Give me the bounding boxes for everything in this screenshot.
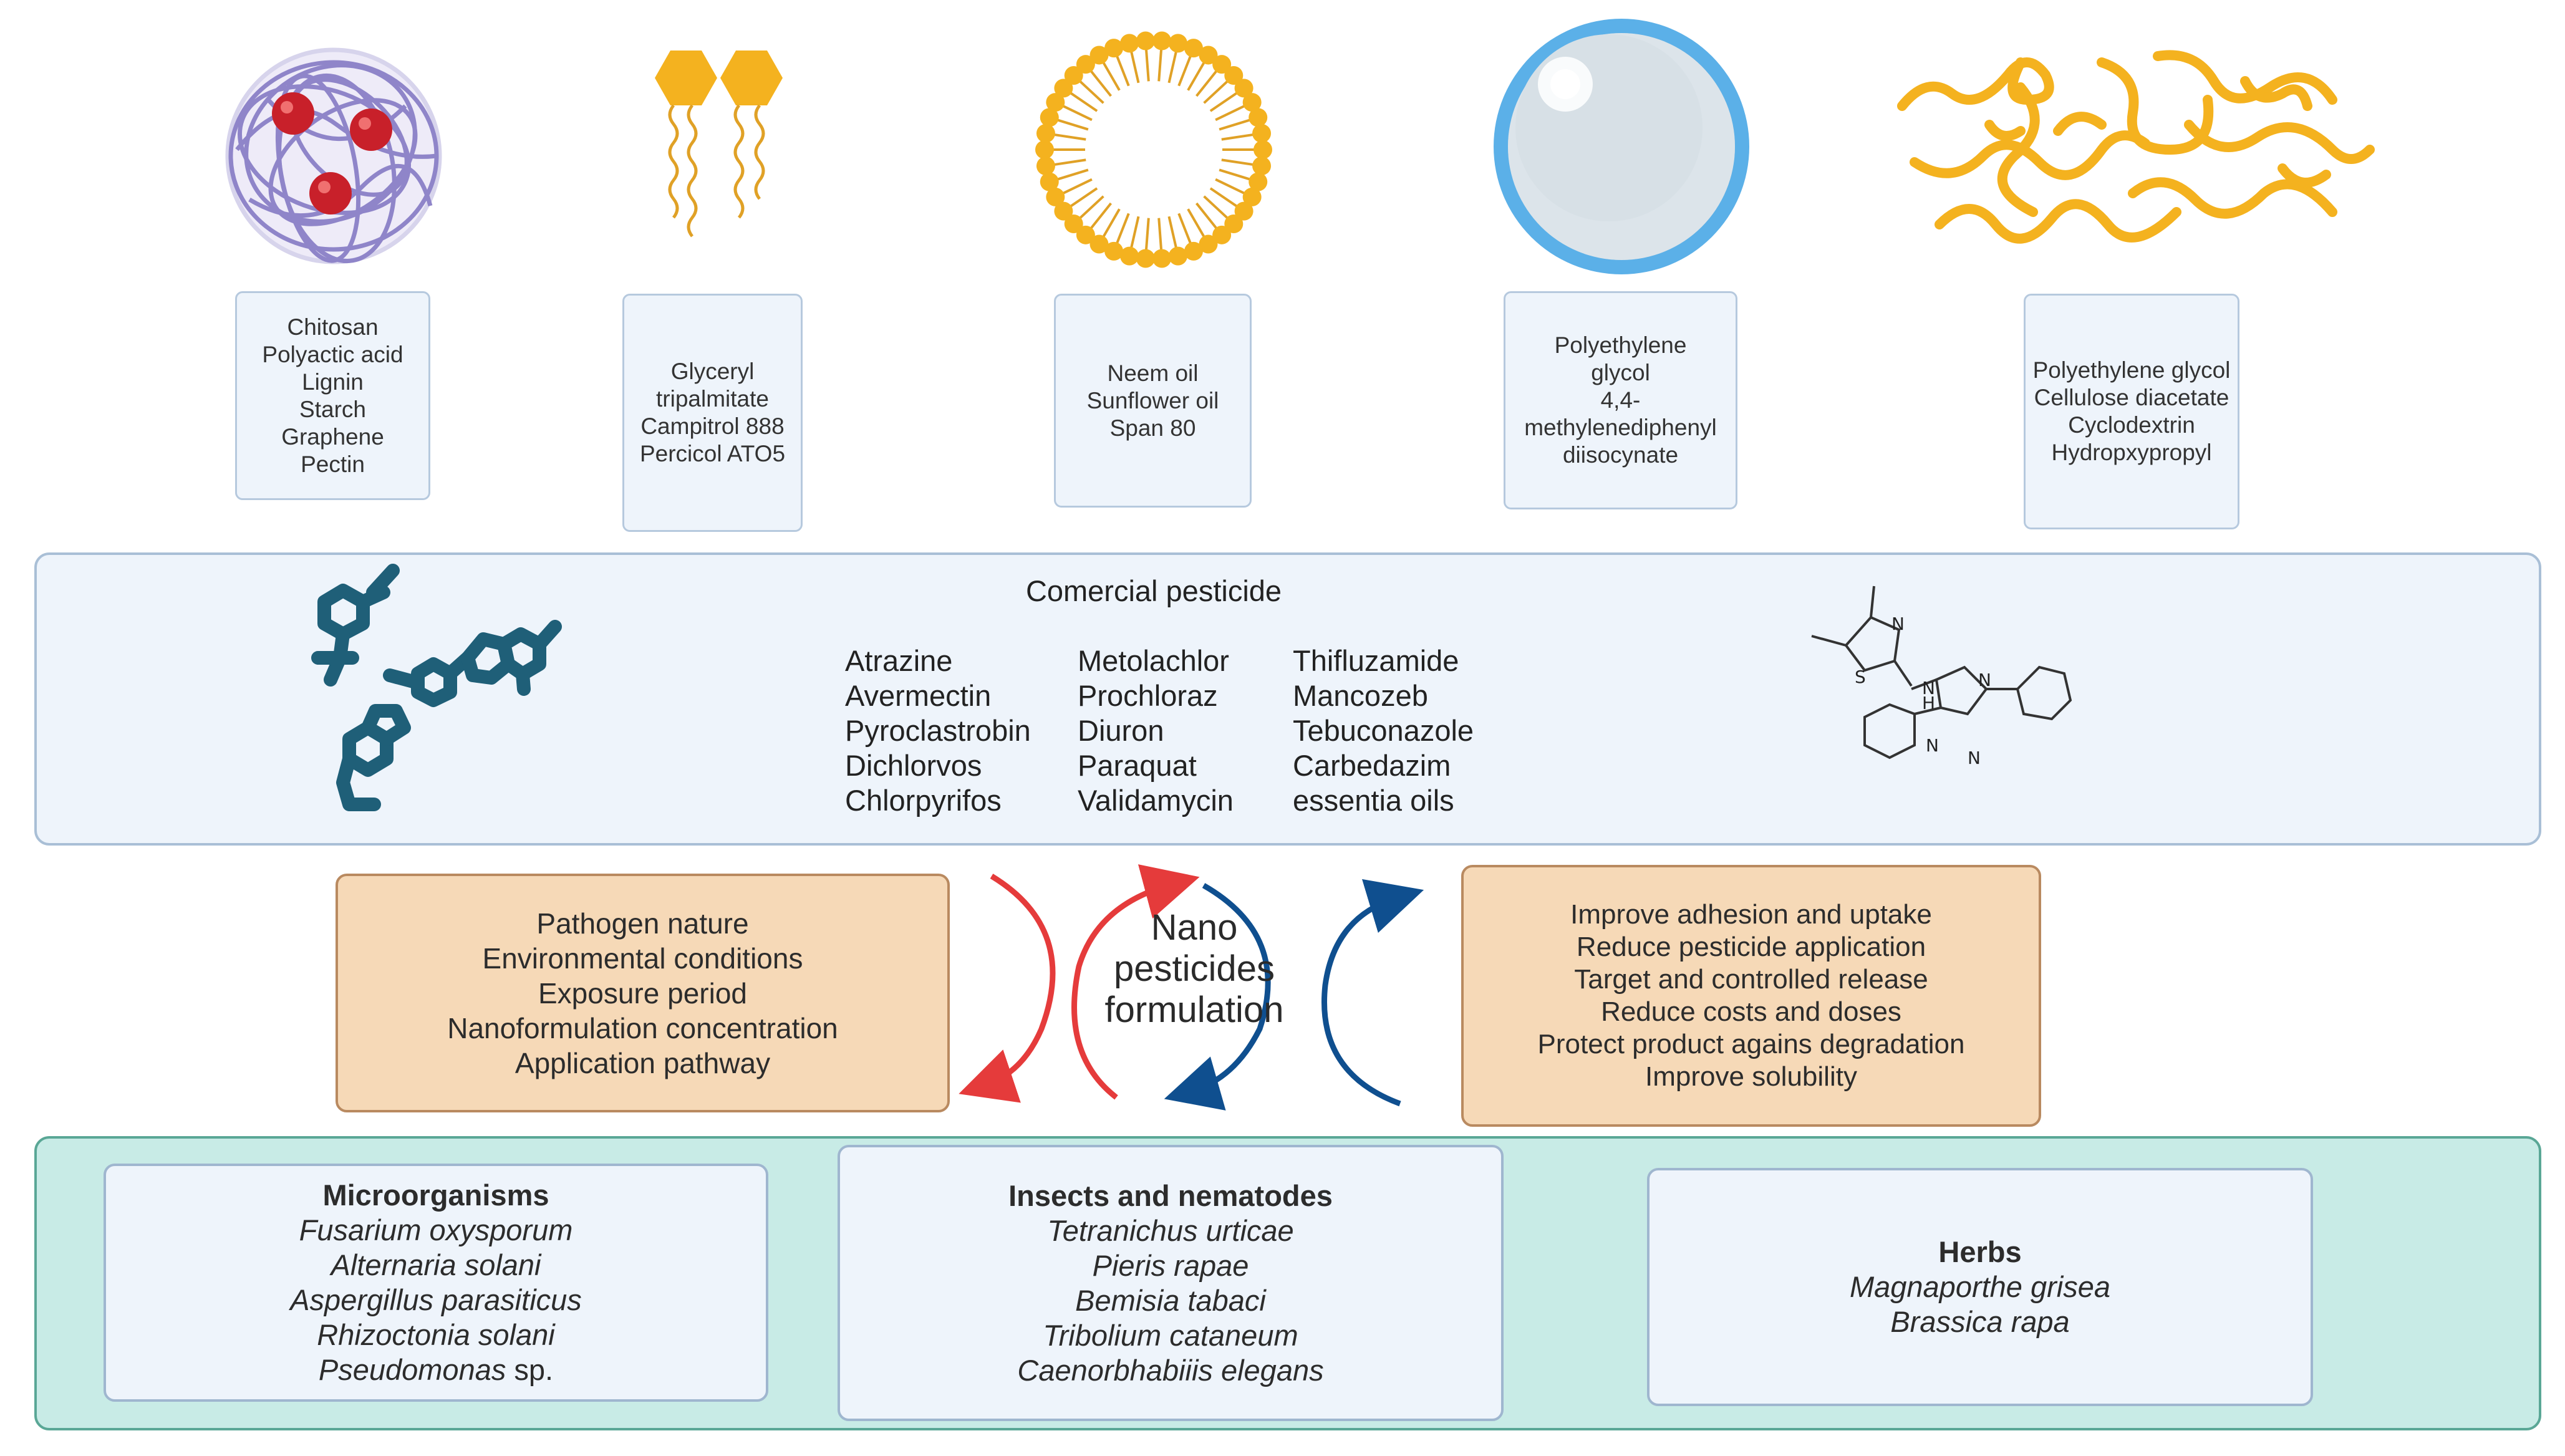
species-name: Aspergillus parasiticus (290, 1283, 582, 1316)
pesticide-name: Chlorpyrifos (845, 784, 1002, 817)
carrier-label-micelle: Neem oil Sunflower oil Span 80 (1054, 294, 1252, 508)
influencing-factors-box: Pathogen nature Environmental conditions… (336, 874, 950, 1112)
micelle-icon (1035, 31, 1272, 268)
species-name: Alternaria solani (331, 1248, 541, 1281)
carrier-line: Cellulose diacetate (2034, 385, 2229, 410)
carrier-label-polymer: Chitosan Polyactic acid Lignin Starch Gr… (235, 291, 430, 500)
species-name: Tribolium cataneum (1043, 1318, 1298, 1352)
center-line: formulation (1104, 990, 1284, 1030)
species-name: Tetranichus urticae (1047, 1213, 1294, 1247)
benefit-line: Target and controlled release (1574, 964, 1928, 995)
pesticide-name: Tebuconazole (1293, 714, 1474, 747)
pesticide-name: Mancozeb (1293, 679, 1428, 712)
atom-label: N (1891, 614, 1905, 634)
target-box-microorganisms: Microorganisms Fusarium oxysporum Altern… (104, 1164, 768, 1402)
factor-line: Application pathway (514, 1046, 771, 1079)
species-name: Pieris rapae (1092, 1248, 1249, 1282)
commercial-pesticide-panel (34, 552, 2541, 846)
nanocapsule-icon (1494, 19, 1749, 274)
pesticide-name: Avermectin (845, 679, 992, 712)
pesticide-column-1: Atrazine Avermectin Pyroclastrobin Dichl… (845, 644, 1031, 818)
carrier-line: Polyethylene (1554, 332, 1687, 358)
benefit-line: Improve solubility (1645, 1061, 1857, 1092)
thiazole-triazole-molecule-icon: N S H N N N N (1811, 586, 2072, 768)
species-name: Caenorbhabiiis elegans (1017, 1353, 1324, 1387)
species-name: Pseudomonas (318, 1353, 506, 1386)
carrier-line: Polyactic acid (262, 341, 403, 367)
pesticide-panel-title: Comercial pesticide (1025, 574, 1282, 607)
formulation-cycle-arrows-icon (959, 864, 1424, 1111)
atom-label: H (1922, 693, 1935, 713)
target-box-insects-nematodes: Insects and nematodes Tetranichus urtica… (838, 1145, 1504, 1421)
carrier-line: Lignin (302, 369, 364, 395)
pesticide-molecule-cluster-icon (311, 564, 562, 811)
polymer-nanoparticle-icon (225, 47, 442, 264)
species-suffix: sp. (506, 1353, 554, 1386)
carrier-label-lipid: Glyceryl tripalmitate Campitrol 888 Perc… (622, 294, 803, 532)
carrier-line: Sunflower oil (1086, 387, 1219, 413)
factor-line: Environmental conditions (482, 942, 803, 975)
benefit-line: Protect product agains degradation (1537, 1029, 1965, 1059)
atom-label: N (1922, 678, 1935, 698)
center-line: pesticides (1114, 948, 1275, 989)
carrier-line: Campitrol 888 (640, 413, 785, 439)
carrier-line: Polyethylene glycol (2032, 357, 2231, 383)
atom-label: N (1968, 748, 1981, 768)
factor-line: Pathogen nature (536, 907, 749, 940)
pesticide-column-2: Metolachlor Prochloraz Diuron Paraquat V… (1078, 644, 1234, 818)
lipid-nanoparticle-icon (655, 51, 783, 238)
benefit-line: Improve adhesion and uptake (1570, 899, 1932, 930)
species-name: Brassica rapa (1890, 1305, 2070, 1338)
pesticide-name: Diuron (1078, 714, 1164, 747)
pesticide-name: Dichlorvos (845, 749, 982, 782)
polymer-network-icon (1897, 50, 2375, 244)
factor-line: Nanoformulation concentration (447, 1011, 838, 1044)
carrier-line: Chitosan (287, 314, 379, 340)
atom-label: S (1855, 667, 1866, 687)
pesticide-name: Thifluzamide (1293, 644, 1459, 677)
carrier-line: Pectin (301, 451, 365, 477)
pesticide-name: Carbedazim (1293, 749, 1451, 782)
carrier-line: diisocynate (1562, 442, 1679, 468)
benefit-line: Reduce costs and doses (1601, 996, 1901, 1027)
target-box-herbs: Herbs Magnaporthe grisea Brassica rapa (1647, 1168, 2313, 1406)
carrier-line: Percicol ATO5 (639, 441, 786, 466)
pesticide-name: Validamycin (1078, 784, 1234, 817)
carrier-line: Cyclodextrin (2068, 412, 2195, 438)
target-title: Herbs (1938, 1235, 2022, 1268)
target-title: Insects and nematodes (1008, 1179, 1333, 1212)
species-name: Rhizoctonia solani (317, 1318, 555, 1351)
nano-pesticides-formulation-label: Nano pesticides formulation (1085, 907, 1303, 1031)
pesticide-column-3: Thifluzamide Mancozeb Tebuconazole Carbe… (1293, 644, 1474, 818)
carrier-line: 4,4- (1600, 387, 1641, 413)
species-name: Fusarium oxysporum (299, 1213, 573, 1246)
pesticide-name: Paraquat (1078, 749, 1197, 782)
carrier-line: Glyceryl (670, 359, 755, 384)
carrier-line: methylenediphenyl (1524, 415, 1717, 440)
species-entry: Pseudomonas sp. (319, 1352, 553, 1387)
target-title: Microorganisms (322, 1179, 549, 1212)
benefit-line: Reduce pesticide application (1576, 932, 1926, 962)
carrier-line: Hydropxypropyl (2051, 440, 2212, 465)
atom-label: N (1926, 735, 1939, 756)
carrier-line: tripalmitate (656, 386, 769, 412)
carrier-line: Span 80 (1109, 415, 1196, 441)
atom-label: N (1978, 670, 1991, 690)
species-name: Bemisia tabaci (1075, 1283, 1266, 1317)
carrier-label-capsule: Polyethylene glycol 4,4- methylenediphen… (1504, 291, 1737, 509)
pesticide-name: Prochloraz (1078, 679, 1218, 712)
carrier-label-network: Polyethylene glycol Cellulose diacetate … (2024, 294, 2239, 529)
benefits-box: Improve adhesion and uptake Reduce pesti… (1461, 865, 2041, 1127)
pesticide-name: Atrazine (845, 644, 953, 677)
species-name: Magnaporthe grisea (1849, 1270, 2111, 1303)
carrier-line: Starch (299, 396, 366, 422)
center-line: Nano (1151, 907, 1238, 948)
carrier-line: glycol (1591, 360, 1650, 385)
pesticide-name: Metolachlor (1078, 644, 1229, 677)
pesticide-name: essentia oils (1293, 784, 1454, 817)
carrier-line: Graphene (281, 423, 384, 450)
pesticide-name: Pyroclastrobin (845, 714, 1031, 747)
factor-line: Exposure period (538, 976, 747, 1010)
carrier-line: Neem oil (1107, 360, 1199, 386)
